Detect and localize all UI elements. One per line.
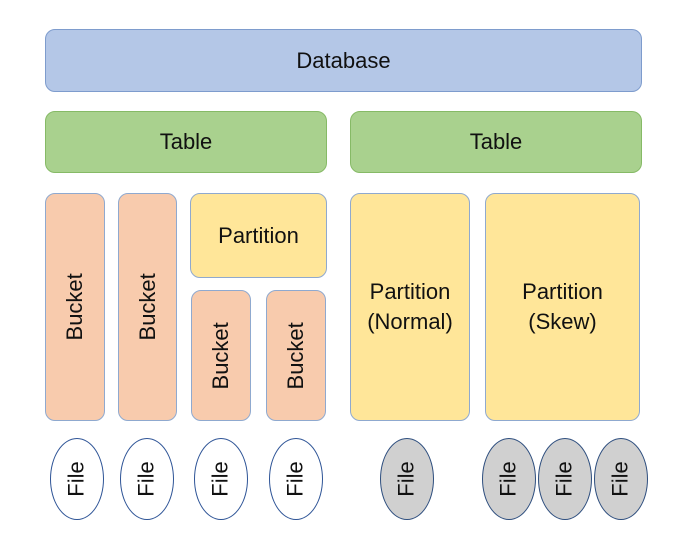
file-node-5: File xyxy=(380,438,434,520)
partition-normal-line2: (Normal) xyxy=(367,309,453,334)
bucket-label-3: Bucket xyxy=(208,321,234,390)
partition-normal-line1: Partition xyxy=(369,279,451,305)
table-label-left: Table xyxy=(159,129,213,155)
partition-skew-line2: (Skew) xyxy=(528,309,597,334)
bucket-box-3: Bucket xyxy=(191,290,251,421)
file-label-2: File xyxy=(133,461,159,497)
bucket-box-1: Bucket xyxy=(45,193,105,421)
bucket-box-2: Bucket xyxy=(118,193,177,421)
file-label-1: File xyxy=(63,461,89,497)
file-node-3: File xyxy=(194,438,248,520)
database-label: Database xyxy=(296,47,391,73)
file-node-8: File xyxy=(594,438,648,520)
table-box-right: Table xyxy=(350,111,642,173)
file-label-3: File xyxy=(207,461,233,497)
file-label-4: File xyxy=(282,461,308,497)
file-node-6: File xyxy=(482,438,536,520)
file-node-4: File xyxy=(269,438,323,520)
database-box: Database xyxy=(45,29,642,92)
bucket-label-2: Bucket xyxy=(134,273,160,341)
partition-skew-line1: Partition xyxy=(522,279,603,305)
partition-box-normal: Partition (Normal) xyxy=(350,193,470,421)
table-box-left: Table xyxy=(45,111,327,173)
file-label-5: File xyxy=(393,461,419,497)
bucket-label-1: Bucket xyxy=(62,273,88,341)
table-label-right: Table xyxy=(469,129,523,155)
file-label-7: File xyxy=(551,461,577,497)
partition-box-left: Partition xyxy=(190,193,327,278)
file-label-6: File xyxy=(495,461,521,497)
file-label-8: File xyxy=(607,461,633,497)
partition-label-left: Partition xyxy=(218,222,299,248)
bucket-label-4: Bucket xyxy=(283,321,309,390)
file-node-1: File xyxy=(50,438,104,520)
bucket-box-4: Bucket xyxy=(266,290,326,421)
file-node-7: File xyxy=(538,438,592,520)
partition-box-skew: Partition (Skew) xyxy=(485,193,640,421)
file-node-2: File xyxy=(120,438,174,520)
